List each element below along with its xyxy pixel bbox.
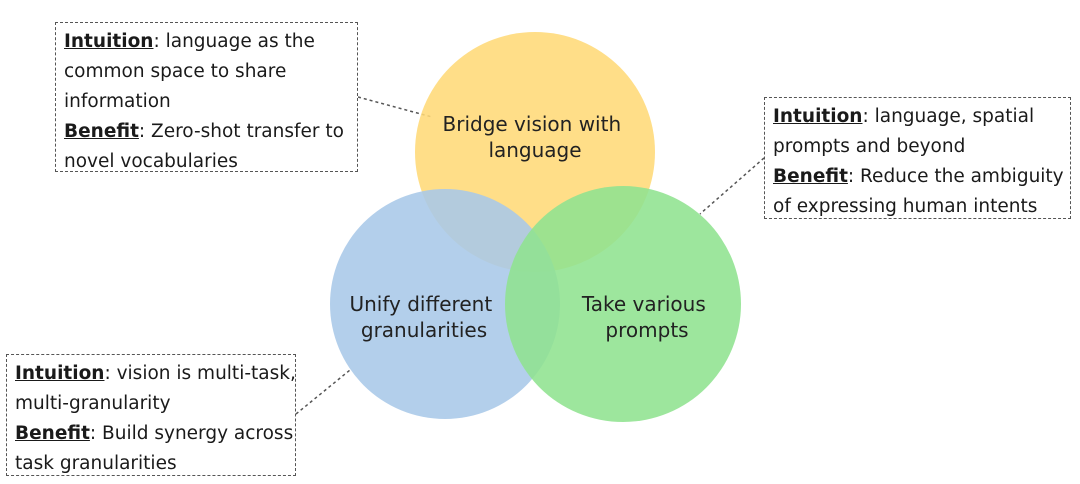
circle-label-top: Bridge vision with language [443, 112, 628, 162]
benefit-key: Benefit [15, 423, 90, 444]
note-top-right-line-1: Intuition: language, spatial [773, 102, 1062, 132]
benefit-text: : Build synergy across [89, 423, 294, 444]
note-top-right-line-3: Benefit: Reduce the ambiguity [773, 162, 1064, 192]
circle-label-left-line-2: granularities [361, 318, 487, 342]
note-top-right: Intuition: language, spatial prompts and… [764, 97, 1071, 219]
intuition-key: Intuition [773, 106, 863, 127]
note-bottom-left-line-3: Benefit: Build synergy across [15, 419, 293, 449]
circle-label-top-line-2: language [488, 138, 581, 162]
benefit-key: Benefit [773, 166, 848, 187]
circle-various-prompts [505, 186, 741, 422]
note-top-left-line-5: novel vocabularies [64, 151, 238, 172]
note-top-left-line-4: Benefit: Zero-shot transfer to [64, 117, 349, 147]
note-bottom-left: Intuition: vision is multi-task, multi-g… [6, 354, 296, 476]
note-top-right-line-4: of expressing human intents [773, 196, 1038, 217]
circle-label-right-line-1: Take various [581, 292, 706, 316]
circle-label-left-line-1: Unify different [349, 292, 492, 316]
intuition-key: Intuition [15, 363, 105, 384]
note-top-left-line-2: common space to share [64, 61, 287, 82]
circle-label-top-line-1: Bridge vision with [443, 112, 622, 136]
note-top-left: Intuition: language as the common space … [55, 22, 358, 172]
intuition-text: : language as the [153, 31, 315, 52]
circle-unify-granularities [330, 189, 560, 419]
benefit-text: : Zero-shot transfer to [138, 121, 344, 142]
circle-label-right: Take various prompts [581, 292, 712, 342]
circle-label-left: Unify different granularities [349, 292, 498, 342]
intuition-text: : vision is multi-task, [104, 363, 296, 384]
note-top-left-line-1: Intuition: language as the [64, 27, 349, 57]
note-bottom-left-line-4: task granularities [15, 453, 177, 474]
note-top-left-line-3: information [64, 91, 171, 112]
note-top-right-line-2: prompts and beyond [773, 136, 966, 157]
note-bottom-left-line-2: multi-granularity [15, 393, 171, 414]
connector-top-right [699, 157, 765, 215]
intuition-key: Intuition [64, 31, 154, 52]
benefit-text: : Reduce the ambiguity [847, 166, 1064, 187]
intuition-text: : language, spatial [862, 106, 1035, 127]
note-bottom-left-line-1: Intuition: vision is multi-task, [15, 359, 296, 389]
connector-top-left [357, 96, 433, 118]
circle-label-right-line-2: prompts [605, 318, 688, 342]
connector-bottom-left [295, 369, 351, 415]
benefit-key: Benefit [64, 121, 139, 142]
